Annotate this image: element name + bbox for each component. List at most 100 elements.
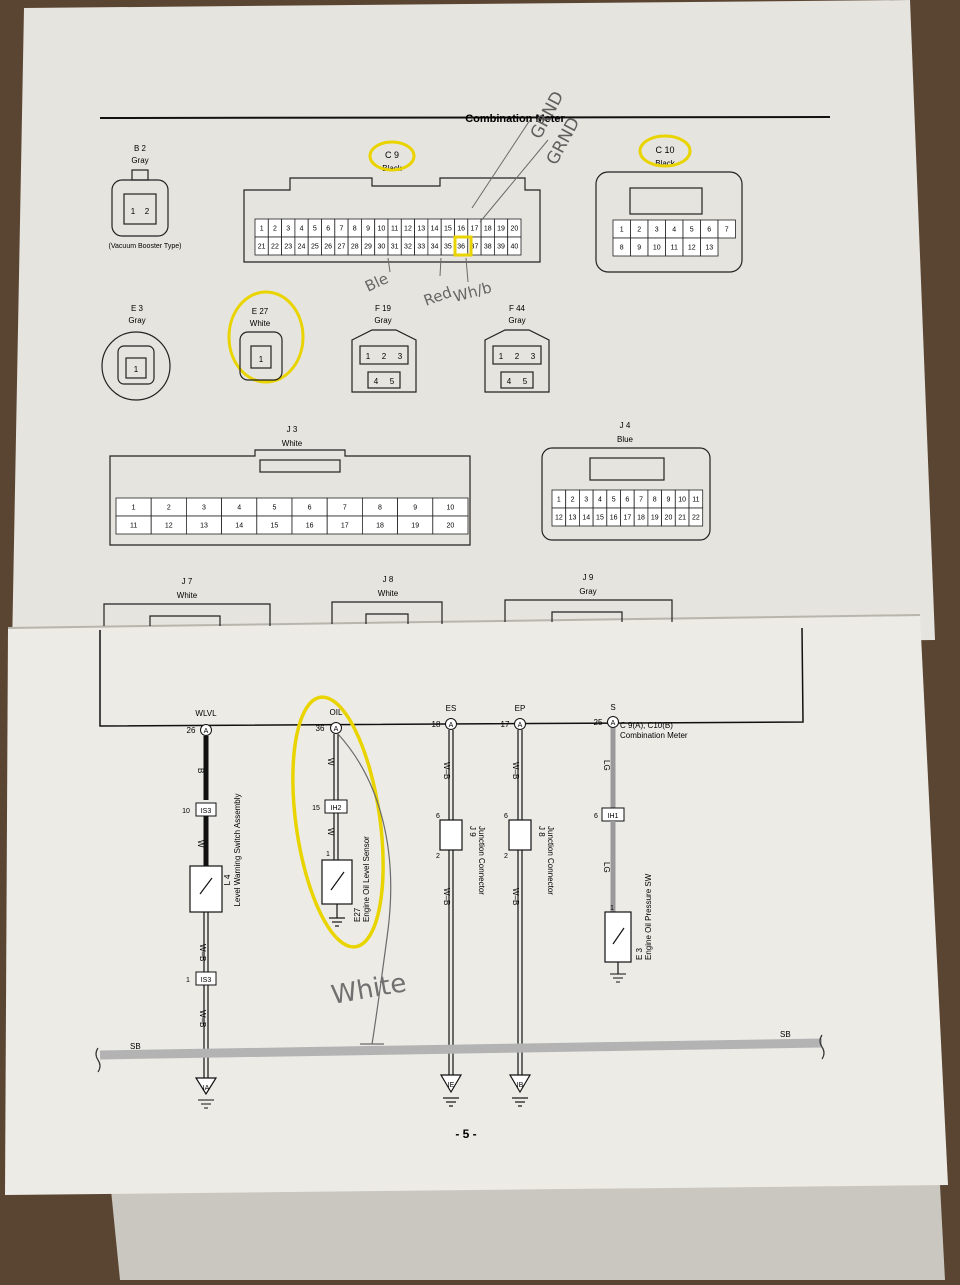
j3-pin-label: 5 [272, 505, 276, 512]
svg-text:EP: EP [515, 704, 526, 713]
terminal-ep: EP 17 A [501, 704, 526, 730]
e27-sch-id: E27 [353, 907, 362, 922]
c9-pin-label: 6 [326, 226, 330, 233]
c10-pin-label: 11 [671, 245, 678, 252]
c9-pin-label: 25 [311, 244, 319, 251]
c10-pin-label: 6 [707, 227, 711, 234]
j4-pin-label: 5 [612, 497, 616, 504]
c9-pin36-highlight [453, 235, 473, 257]
handdrawn-wire [337, 733, 392, 1045]
upper-sheet [12, 0, 935, 650]
f19-pin-2: 2 [382, 352, 387, 361]
page-title: Combination Meter [465, 113, 565, 125]
j4-pin-label: 8 [653, 497, 657, 504]
page-number: - 5 - [455, 1127, 476, 1141]
ih2-pin15: 15 [312, 805, 320, 812]
connector-j8 [331, 601, 443, 624]
e27-pin-1: 1 [259, 355, 264, 364]
j9-sch-name: Junction Connector [477, 826, 486, 895]
wire-wb-ep-2: W–B [511, 888, 520, 905]
c9-pin-label: 30 [377, 244, 385, 251]
svg-text:A: A [611, 720, 616, 727]
c9-pin-label: 33 [417, 244, 425, 251]
meter-label: C 9(A), C10(B) [620, 721, 673, 730]
j3-pin-label: 15 [271, 523, 279, 530]
j3-pin-label: 7 [343, 505, 347, 512]
f19-pin-3: 3 [398, 352, 403, 361]
j7-id: J 7 [182, 577, 193, 586]
c10-pin-label: 13 [705, 245, 713, 252]
wire-b: B [196, 768, 205, 773]
c10-pin-label: 3 [655, 227, 659, 234]
j4-pin-label: 12 [555, 515, 563, 522]
b2-note: (Vacuum Booster Type) [109, 243, 182, 250]
j4-pin-label: 6 [625, 497, 629, 504]
f19-pin-4: 4 [374, 377, 379, 386]
ground-ia: IA [203, 1085, 210, 1092]
j3-color: White [282, 439, 303, 448]
f44-pin-2: 2 [515, 352, 520, 361]
f44-pin-1: 1 [499, 352, 504, 361]
c9-pin-label: 19 [497, 226, 505, 233]
j4-id: J 4 [620, 421, 631, 430]
j7-color: White [177, 591, 198, 600]
j3-pin-label: 20 [447, 523, 455, 530]
svg-text:17: 17 [501, 720, 510, 729]
c9-pin-label: 28 [351, 244, 359, 251]
c10-id: C 10 [655, 145, 674, 155]
sb-label-right: SB [780, 1030, 791, 1039]
j3-pin-label: 12 [165, 523, 173, 530]
e27-id: E 27 [252, 307, 269, 316]
c9-pin-label: 17 [471, 226, 479, 233]
ih2: IH2 [331, 805, 342, 812]
j4-pin-label: 15 [596, 515, 604, 522]
b2-pin-1: 1 [131, 207, 136, 216]
c9-pin-label: 1 [260, 226, 264, 233]
oil-branch [321, 734, 353, 927]
ih1-pin6: 6 [594, 813, 598, 820]
j4-pin-label: 14 [582, 515, 590, 522]
e27-sch-pin1: 1 [326, 851, 330, 858]
j3-pin-label: 4 [237, 505, 241, 512]
c10-pin-cell [700, 237, 719, 257]
svg-text:A: A [334, 726, 339, 733]
c10-pin-label: 4 [672, 227, 676, 234]
j4-pin-label: 9 [666, 497, 670, 504]
c9-pin-cell [507, 236, 522, 256]
j8-sch-pin2: 2 [504, 853, 508, 860]
j3-pin-label: 14 [235, 523, 243, 530]
j9-sch-id: J 9 [468, 826, 477, 837]
c9-pin-label: 7 [339, 226, 343, 233]
svg-text:25: 25 [594, 718, 603, 727]
f19-pin-5: 5 [390, 377, 395, 386]
wlvl-branch [189, 736, 223, 1109]
connector-f19 [351, 329, 417, 393]
c10-pin-label: 1 [620, 227, 624, 234]
c9-pin-label: 37 [471, 244, 479, 251]
is3-pin10: 10 [182, 808, 190, 815]
svg-text:36: 36 [316, 724, 325, 733]
wire-wb-ep-1: W–B [511, 762, 520, 779]
c10-color: Black [655, 159, 676, 168]
terminal-es: ES 18 A [432, 704, 457, 730]
j4-pin-label: 19 [651, 515, 659, 522]
b2-pin-2: 2 [145, 207, 150, 216]
j3-pin-label: 9 [413, 505, 417, 512]
c9-pin-label: 13 [417, 226, 425, 233]
j3-pin-label: 3 [202, 505, 206, 512]
svg-text:A: A [204, 728, 209, 735]
e3-color: Gray [128, 316, 145, 325]
wire-lg-1: LG [602, 760, 611, 771]
j9-sch-pin2: 2 [436, 853, 440, 860]
c9-pin-label: 2 [273, 226, 277, 233]
j4-pin-label: 3 [584, 497, 588, 504]
wire-wb-es-1: W–B [442, 762, 451, 779]
s-branch [601, 728, 632, 983]
j3-pin-label: 11 [130, 523, 137, 530]
f19-id: F 19 [375, 304, 392, 313]
e3-sch-pin1: 1 [610, 905, 614, 912]
